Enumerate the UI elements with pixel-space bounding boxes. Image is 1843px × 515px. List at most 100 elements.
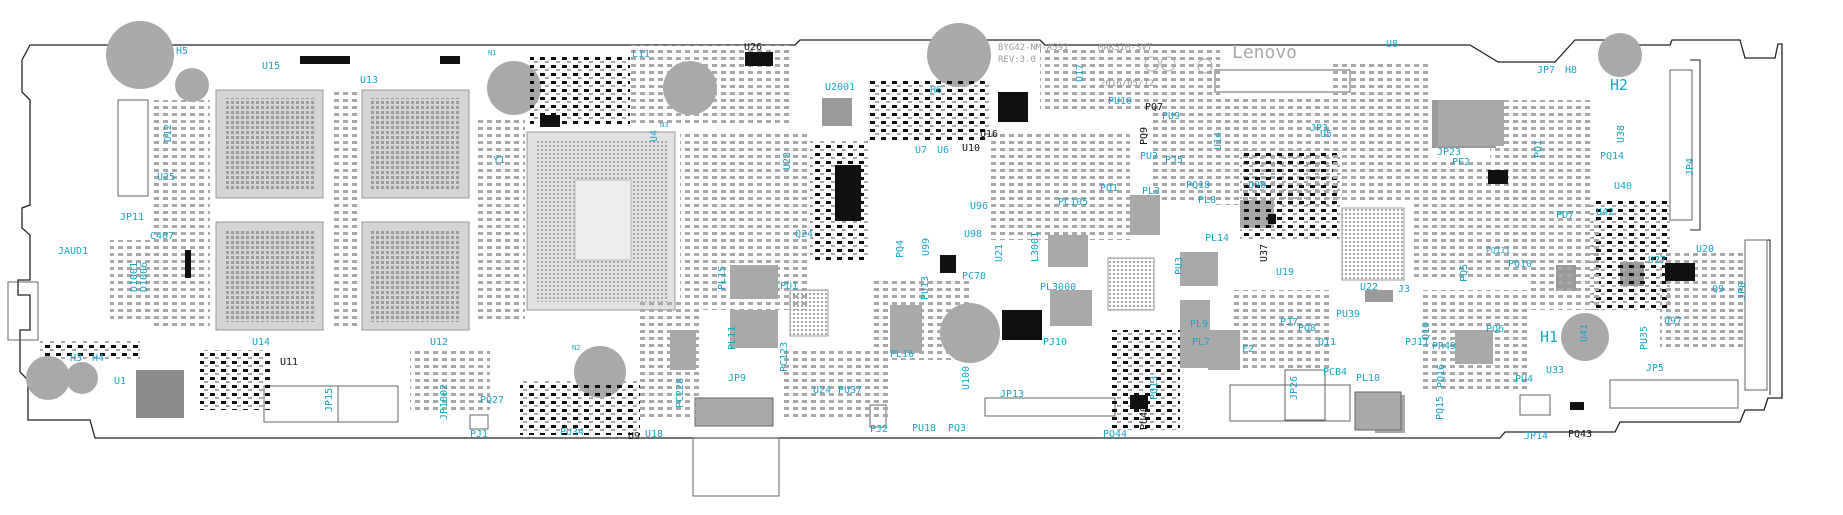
label-pc105: PC105 [1058, 197, 1089, 208]
label-u16: U16 [980, 129, 999, 140]
pch-package [1341, 207, 1405, 281]
label-pj10: PJ10 [1043, 337, 1068, 348]
label-c407: C407 [150, 231, 175, 242]
board-outline [17, 39, 1783, 439]
label-h5: H5 [176, 46, 189, 57]
label-jp5: JP5 [1646, 363, 1665, 374]
label-jp3: JP3 [1310, 123, 1329, 134]
label-n1: N1 [488, 49, 497, 57]
memory-ball-grids [224, 98, 461, 322]
label-jp15: JP15 [324, 387, 335, 412]
mounting-hole-h5b [175, 68, 209, 102]
label-pq13: PQ13 [1149, 375, 1160, 400]
dark-components [185, 52, 1695, 410]
label-u21: U21 [994, 243, 1005, 262]
label-u97: U97 [1664, 316, 1683, 327]
connector-pl10 [1354, 391, 1402, 431]
label-pl16: PL16 [890, 349, 915, 360]
label-u9: U9 [628, 431, 641, 442]
cert-mark-2-icon [1160, 56, 1176, 72]
label-pq16: PQ16 [1436, 363, 1447, 388]
label-u14: U14 [252, 337, 271, 348]
label-pcb4: PCB4 [1323, 367, 1348, 378]
connector-jp14 [1519, 394, 1551, 416]
label-pu35: PU35 [1639, 325, 1650, 350]
label-y1: Y1 [493, 155, 506, 166]
label-u7: U7 [915, 145, 928, 156]
label-jp1002: JP1002 [439, 383, 450, 420]
label-q24: Q24 [795, 229, 814, 240]
label-pc123: PC123 [779, 341, 790, 372]
connector-top [1214, 69, 1351, 93]
connector-jp13 [984, 397, 1116, 417]
label-jp13: JP13 [1000, 389, 1025, 400]
mounting-hole-n1 [487, 61, 541, 115]
label-pc228: PC228 [675, 377, 686, 408]
connector-jp1002 [337, 385, 399, 423]
cert-mark-icon [1144, 56, 1160, 72]
label-pu9: PU9 [1162, 111, 1181, 122]
label-pd7: PD7 [1556, 210, 1575, 221]
label-jp8: JP8 [1737, 281, 1748, 300]
label-u38: U38 [1616, 124, 1627, 143]
label-q9: Q9 [1712, 284, 1725, 295]
label-q11: Q11 [1318, 337, 1337, 348]
label-u2001: U2001 [825, 82, 856, 93]
label-pu10: PU10 [1108, 96, 1133, 107]
label-pr49: PR49 [1432, 341, 1457, 352]
board-date-code: 2016/05/12 [1100, 79, 1154, 89]
label-pl3000: PL3000 [1040, 282, 1077, 293]
label-u1: U1 [114, 376, 127, 387]
label-h6: H6 [930, 85, 943, 96]
label-pq1: PQ1 [1533, 139, 1544, 158]
label-u8: U8 [1386, 39, 1399, 50]
label-l3001: L3001 [1030, 231, 1041, 262]
label-u22: U22 [1360, 282, 1379, 293]
label-u33: U33 [1546, 365, 1565, 376]
label-u25: U25 [157, 172, 176, 183]
label-u11: U11 [280, 357, 299, 368]
chip-u22 [1365, 290, 1393, 302]
label-pq14: PQ14 [1600, 151, 1625, 162]
label-u40: U40 [1614, 181, 1633, 192]
label-u17: U17 [1075, 63, 1086, 82]
label-h3: H3 [70, 353, 83, 364]
label-u24: U24 [813, 385, 832, 396]
connector-jp8 [1744, 239, 1768, 391]
brand-logo: Lenovo [1232, 42, 1297, 63]
label-pq8: PQ8 [1298, 323, 1317, 334]
label-pj7: PJ7 [1280, 317, 1299, 328]
chip-u1 [136, 370, 184, 418]
label-h8: H8 [1565, 65, 1578, 76]
label-jp23: JP23 [1437, 147, 1462, 158]
label-n3: N3 [660, 121, 669, 129]
label-l11: L11 [632, 49, 651, 60]
label-u27: U27 [1648, 255, 1667, 266]
cert-mark-3-icon [1197, 58, 1213, 74]
label-pq27: PQ27 [480, 395, 505, 406]
label-h2: H2 [1610, 76, 1629, 94]
label-u18: U18 [645, 429, 664, 440]
label-u41: U41 [1579, 323, 1590, 342]
label-pj2: PJ2 [870, 424, 889, 435]
label-pl9: PL9 [1190, 319, 1209, 330]
label-pq4: PQ4 [895, 239, 906, 258]
connector-pj1 [469, 414, 489, 430]
mounting-hole-h8 [1598, 33, 1642, 77]
power-stage-black [1002, 310, 1042, 340]
label-pj5: PJ5 [1165, 155, 1184, 166]
connector-jp9 [694, 397, 774, 427]
label-pq44: PQ44 [1103, 429, 1128, 440]
board-codename: MAKSIM-SVT [1098, 43, 1153, 53]
chip-u16 [998, 92, 1028, 122]
label-d1006: D1006 [139, 261, 150, 292]
label-pq18: PQ18 [1186, 180, 1211, 191]
label-pl7: PL7 [1192, 337, 1211, 348]
connector-f2 [1229, 384, 1351, 422]
label-pq3: PQ3 [948, 423, 967, 434]
label-pl8: PL8 [1198, 195, 1217, 206]
audio-jack-outline [7, 281, 39, 341]
label-pu39: PU39 [1336, 309, 1361, 320]
label-u23: U23 [782, 151, 793, 170]
label-pl14: PL14 [1205, 233, 1230, 244]
